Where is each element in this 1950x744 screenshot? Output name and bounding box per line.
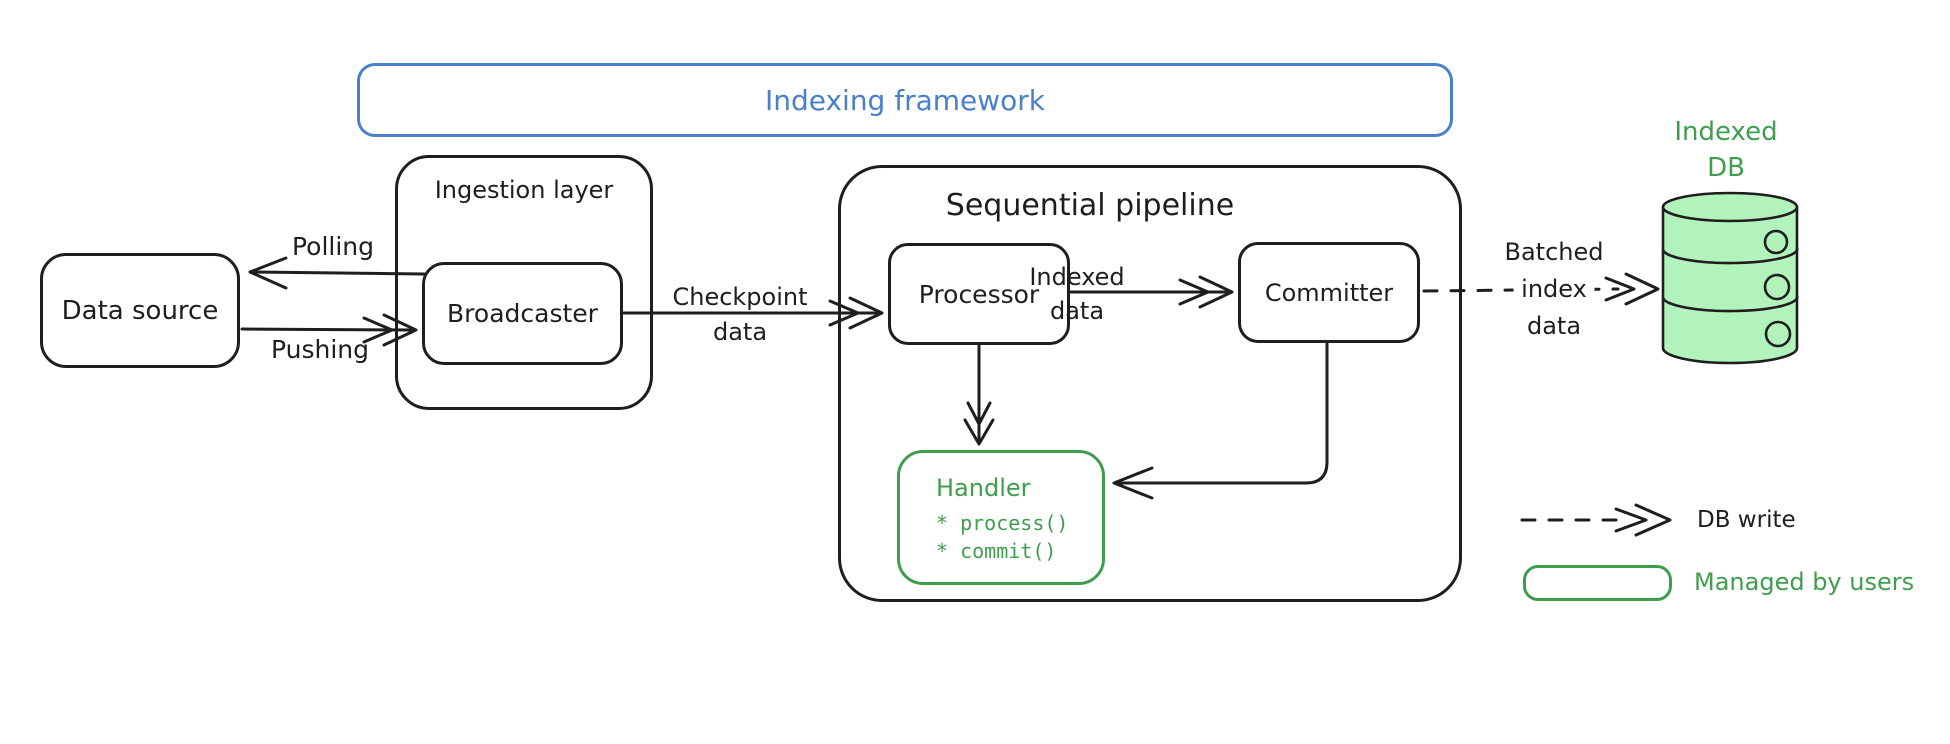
indexed-db-line2: DB	[1707, 153, 1745, 183]
checkpoint-line2: data	[712, 318, 768, 346]
checkpoint-line1: Checkpoint	[672, 283, 808, 311]
batched-line1: Batched	[1504, 238, 1604, 266]
db-cylinder-body	[1661, 207, 1799, 365]
handler-label: Handler	[936, 474, 1031, 502]
handler-node: Handler * process() * commit()	[897, 450, 1105, 585]
broadcaster-node: Broadcaster	[422, 262, 623, 365]
committer-node: Committer	[1238, 242, 1420, 343]
data-source-node: Data source	[40, 253, 240, 368]
indexing-framework-frame: Indexing framework	[357, 63, 1453, 137]
ingestion-layer-label: Ingestion layer	[434, 176, 614, 204]
broadcaster-label: Broadcaster	[447, 299, 598, 328]
checkpoint-data-edge-label: Checkpoint data	[672, 280, 807, 350]
legend-managed-by-users-label: Managed by users	[1694, 568, 1915, 596]
processor-node: Processor	[888, 243, 1070, 345]
legend-db-write-arrow	[1520, 503, 1672, 537]
batched-line3: data	[1526, 312, 1582, 340]
indexing-framework-label: Indexing framework	[764, 83, 1046, 117]
handler-method-process: * process()	[936, 511, 1069, 535]
indexed-db-cylinder-icon	[1661, 191, 1799, 365]
ingestion-layer-container: Ingestion layer	[395, 155, 653, 410]
pushing-edge-label: Pushing	[270, 335, 370, 364]
db-cylinder-dot	[1763, 273, 1791, 301]
batched-index-data-edge-label: Batched index data	[1505, 234, 1604, 345]
batched-line2: index	[1513, 275, 1595, 303]
indexed-db-line1: Indexed	[1674, 117, 1778, 147]
data-source-label: Data source	[61, 295, 219, 326]
indexed-data-edge-label: Indexed data	[1029, 260, 1124, 328]
legend-db-write-label: DB write	[1697, 507, 1796, 533]
db-cylinder-dot	[1764, 320, 1792, 348]
legend-managed-box	[1523, 565, 1672, 601]
sequential-pipeline-label: Sequential pipeline	[945, 188, 1235, 223]
processor-label: Processor	[918, 279, 1040, 309]
sequential-pipeline-container	[838, 165, 1462, 602]
polling-edge-label: Polling	[291, 232, 375, 261]
db-cylinder-divider	[1661, 246, 1799, 265]
db-cylinder-divider	[1661, 294, 1799, 313]
committer-label: Committer	[1264, 278, 1394, 307]
indexed-line1: Indexed	[1029, 263, 1125, 291]
db-cylinder-dot	[1763, 229, 1789, 255]
db-cylinder-top	[1661, 191, 1799, 223]
indexed-line2: data	[1049, 297, 1105, 325]
handler-method-commit: * commit()	[936, 539, 1057, 563]
